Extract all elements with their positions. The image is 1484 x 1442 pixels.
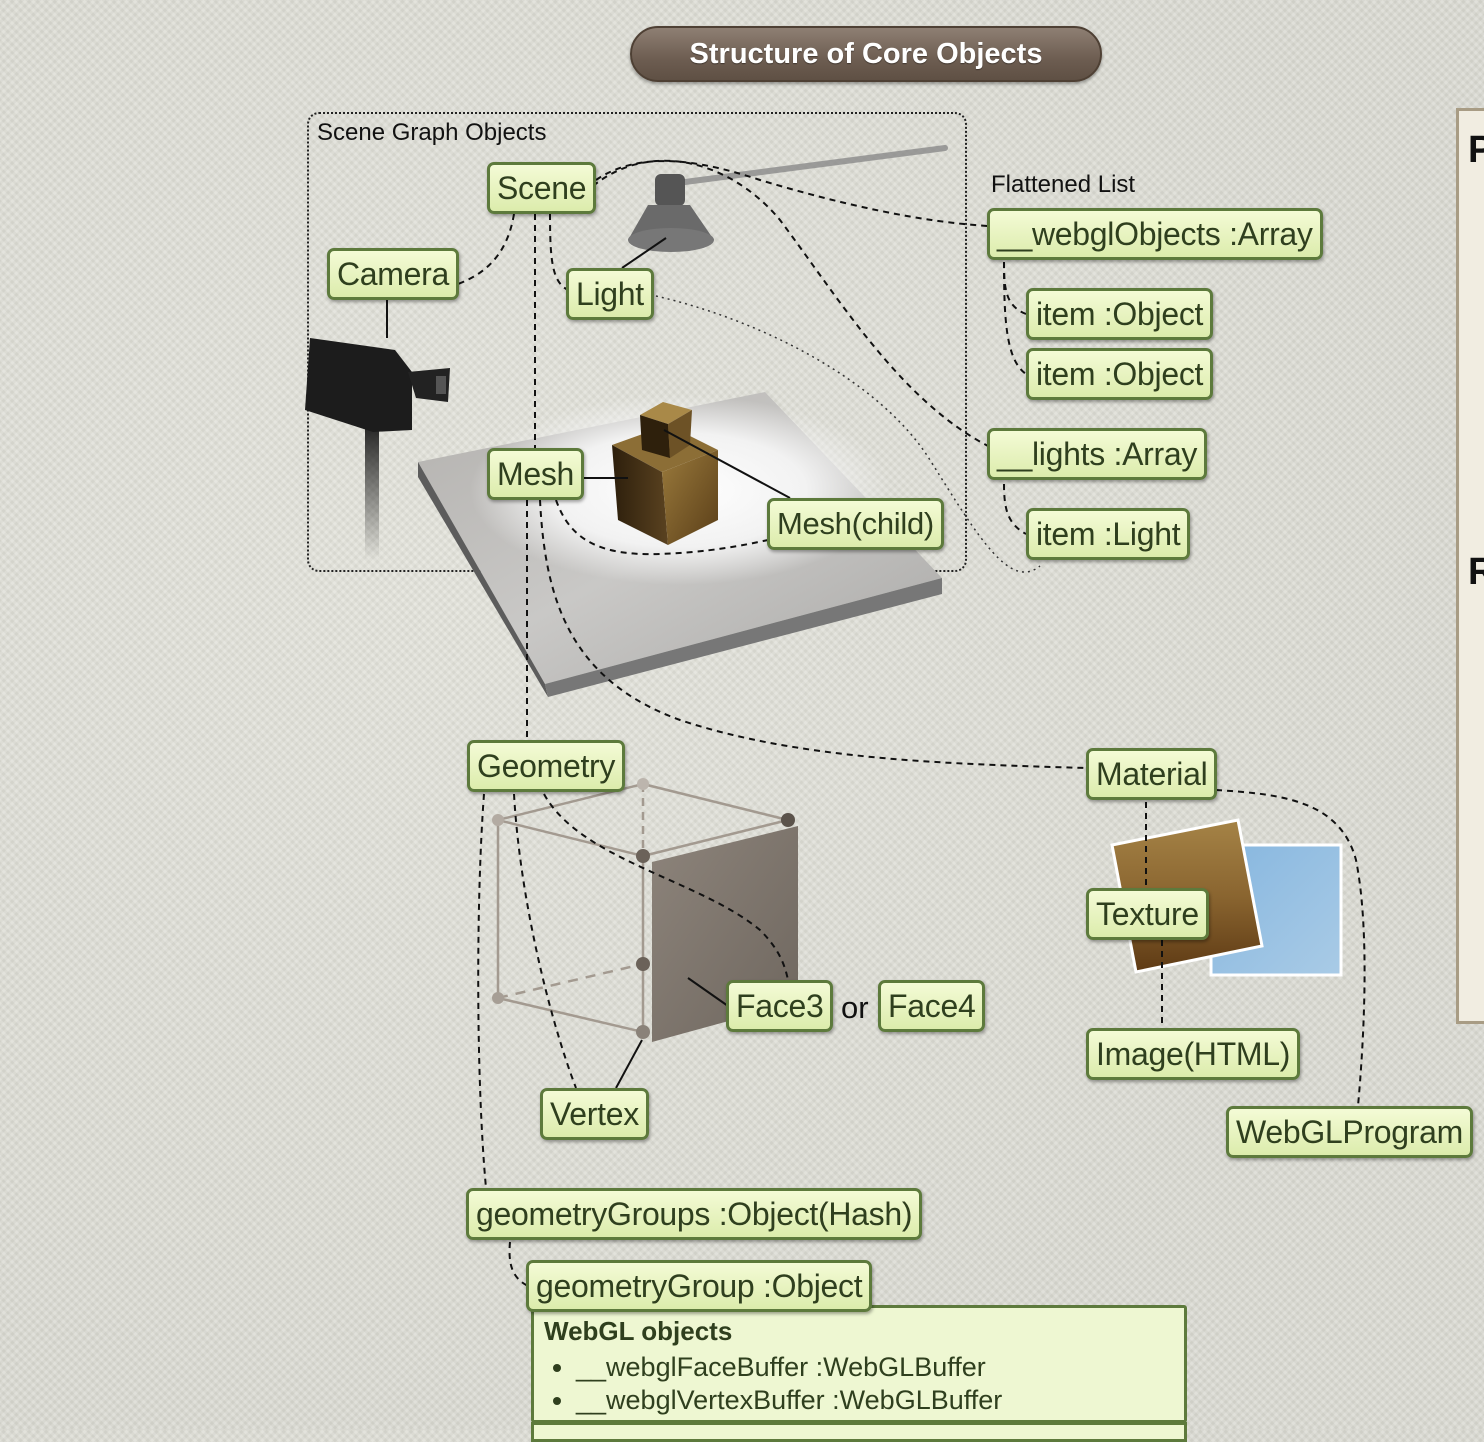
webgl-objects-list: __webglFaceBuffer :WebGLBuffer __webglVe… xyxy=(544,1351,1174,1417)
node-mesh[interactable]: Mesh xyxy=(487,448,585,500)
node-webgl-program[interactable]: WebGLProgram xyxy=(1226,1106,1474,1158)
right-side-panel: P R xyxy=(1456,108,1484,1024)
diagram-title: Structure of Core Objects xyxy=(630,26,1102,82)
node-face4[interactable]: Face4 xyxy=(878,980,986,1032)
node-webgl-objects-array[interactable]: __webglObjects :Array xyxy=(987,208,1323,260)
or-label: or xyxy=(841,990,869,1025)
node-texture[interactable]: Texture xyxy=(1086,888,1209,940)
node-scene[interactable]: Scene xyxy=(487,162,597,214)
node-geometry[interactable]: Geometry xyxy=(467,740,626,792)
node-item-light[interactable]: item :Light xyxy=(1026,508,1191,560)
scene-graph-label: Scene Graph Objects xyxy=(317,119,547,146)
node-item-object-2[interactable]: item :Object xyxy=(1026,348,1214,400)
node-face3[interactable]: Face3 xyxy=(726,980,834,1032)
right-panel-letter: R xyxy=(1468,551,1484,593)
node-material[interactable]: Material xyxy=(1086,748,1218,800)
spotlight-illustration xyxy=(628,145,948,252)
right-panel-letter: P xyxy=(1468,129,1484,171)
node-lights-array[interactable]: __lights :Array xyxy=(987,428,1208,480)
pointer-lines xyxy=(386,237,791,1089)
node-mesh-child[interactable]: Mesh(child) xyxy=(767,498,944,550)
webgl-objects-box: WebGL objects __webglFaceBuffer :WebGLBu… xyxy=(531,1305,1187,1423)
webgl-object-item: __webglVertexBuffer :WebGLBuffer xyxy=(576,1384,1174,1417)
node-geometry-groups[interactable]: geometryGroups :Object(Hash) xyxy=(466,1188,923,1240)
mesh-cubes-illustration xyxy=(612,402,718,545)
node-image-html[interactable]: Image(HTML) xyxy=(1086,1028,1301,1080)
node-light[interactable]: Light xyxy=(566,268,654,320)
webgl-next-box xyxy=(531,1422,1187,1442)
webgl-objects-header: WebGL objects xyxy=(544,1316,733,1346)
camera-illustration xyxy=(305,338,450,560)
flattened-list-label: Flattened List xyxy=(991,171,1136,198)
dashed-connectors xyxy=(457,159,1366,1287)
node-geometry-group[interactable]: geometryGroup :Object xyxy=(526,1260,873,1312)
dotted-connector xyxy=(655,295,1041,573)
node-item-object-1[interactable]: item :Object xyxy=(1026,288,1214,340)
webgl-object-item: __webglFaceBuffer :WebGLBuffer xyxy=(576,1351,1174,1384)
node-vertex[interactable]: Vertex xyxy=(540,1088,649,1140)
node-camera[interactable]: Camera xyxy=(327,248,460,300)
